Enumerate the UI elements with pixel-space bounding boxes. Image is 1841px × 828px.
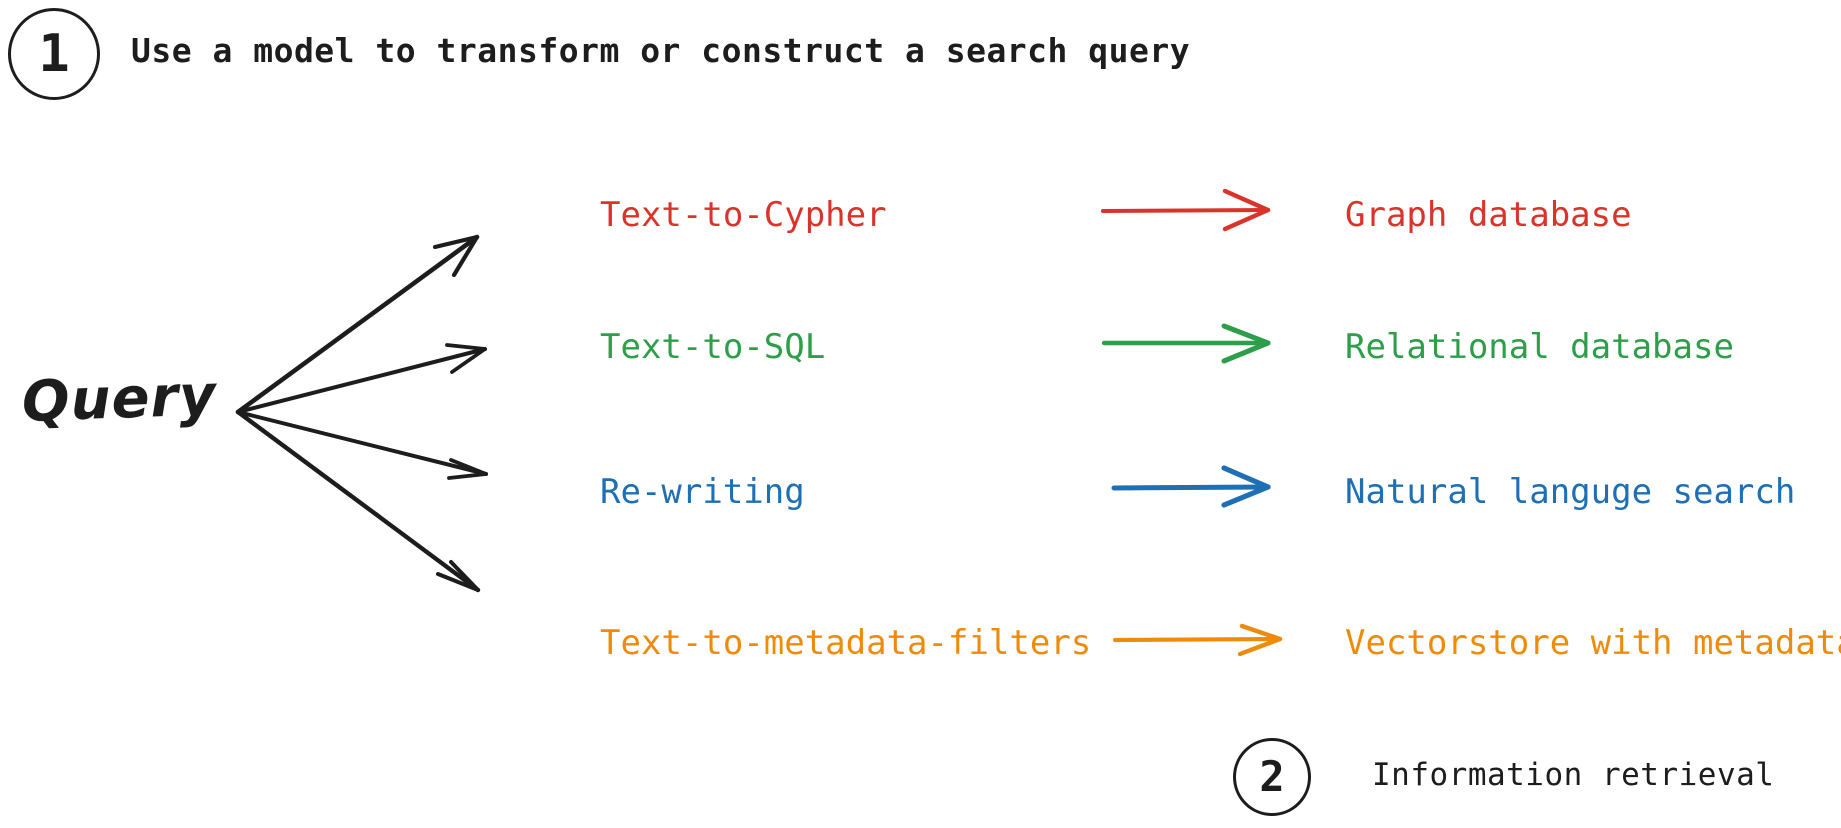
connector-arrow-2 xyxy=(1101,323,1271,364)
method-label-text-to-cypher: Text-to-Cypher xyxy=(600,195,887,235)
step-badge-2-number: 2 xyxy=(1259,752,1285,801)
target-label-graph-database: Graph database xyxy=(1345,195,1632,235)
step-badge-2: 2 xyxy=(1233,738,1311,816)
step-2-caption: Information retrieval xyxy=(1372,757,1775,793)
step-1-caption: Use a model to transform or construct a … xyxy=(131,31,1191,70)
method-label-text-to-sql: Text-to-SQL xyxy=(600,327,826,367)
target-label-natural-language-search: Natural languge search xyxy=(1345,472,1796,512)
target-label-vectorstore-with-metadata: Vectorstore with metadata xyxy=(1345,623,1841,663)
method-label-text-to-metadata-filters: Text-to-metadata-filters xyxy=(600,623,1092,663)
connector-arrow-4 xyxy=(1112,623,1283,657)
connector-arrow-3 xyxy=(1111,465,1271,508)
method-label-re-writing: Re-writing xyxy=(600,472,805,512)
step-badge-1-number: 1 xyxy=(38,24,70,84)
query-source-label: Query xyxy=(20,363,218,435)
connector-arrow-1 xyxy=(1101,188,1271,232)
step-badge-1: 1 xyxy=(8,8,100,100)
fan-out-arrows-icon xyxy=(235,234,488,593)
target-label-relational-database: Relational database xyxy=(1345,327,1734,367)
